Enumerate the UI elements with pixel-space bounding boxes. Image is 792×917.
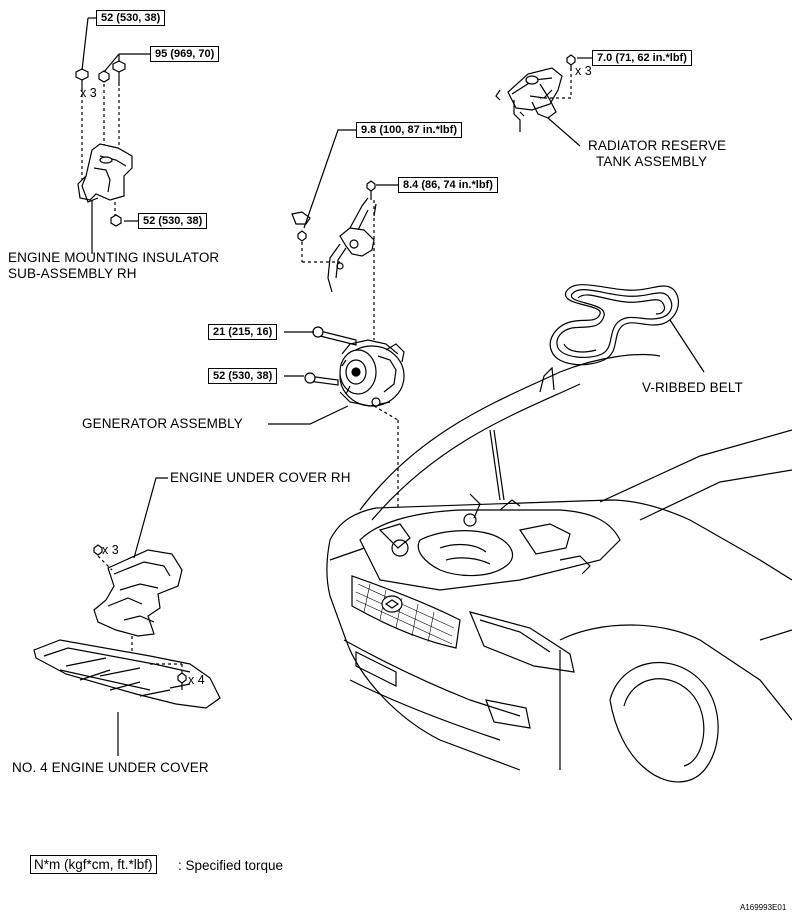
- torque-spec-mount-lower-nut: 52 (530, 38): [138, 213, 208, 229]
- torque-spec-tank-bolt: 7.0 (71, 62 in.*lbf): [592, 50, 692, 66]
- quantity-cover-rh-bolts: x 3: [102, 543, 119, 557]
- engine-mount-insulator-drawing: [75, 60, 133, 254]
- engine-under-cover-rh-drawing: [93, 477, 183, 664]
- label-no4-engine-under-cover: NO. 4 ENGINE UNDER COVER: [12, 760, 209, 775]
- mount-nut-icon: [98, 70, 110, 83]
- mount-lower-nut-icon: [110, 214, 122, 227]
- tank-bolt-icon: [566, 54, 576, 70]
- label-engine-mount: ENGINE MOUNTING INSULATOR SUB-ASSEMBLY R…: [8, 250, 219, 282]
- torque-spec-harness-bolt: 8.4 (86, 74 in.*lbf): [398, 177, 498, 193]
- torque-spec-mount-upper: 95 (969, 70): [150, 46, 220, 62]
- legend-description: : Specified torque: [178, 858, 284, 873]
- torque-spec-generator-lower-bolt: 52 (530, 38): [208, 368, 278, 384]
- torque-spec-mount-bolt: 52 (530, 38): [96, 10, 166, 26]
- generator-drawing: [268, 326, 405, 510]
- torque-spec-generator-upper-bolt: 21 (215, 16): [208, 324, 278, 340]
- no4-engine-under-cover-drawing: [33, 639, 221, 756]
- harness-bolt-icon: [366, 180, 376, 200]
- quantity-cover-no4-bolts: x 4: [188, 673, 205, 687]
- generator-bolt-lower-icon: [304, 372, 339, 386]
- harness-nut-icon: [297, 230, 307, 242]
- label-radiator-line2: TANK ASSEMBLY: [596, 154, 708, 169]
- label-engine-mount-line2: SUB-ASSEMBLY RH: [8, 266, 137, 281]
- cover-rh-bolt-icon: [93, 544, 103, 556]
- legend-unit-box: N*m (kgf*cm, ft.*lbf): [30, 855, 157, 874]
- vehicle-front-drawing: [326, 353, 792, 783]
- quantity-mount-bolts: x 3: [80, 86, 97, 100]
- figure-id: A169993E01: [740, 903, 787, 912]
- label-engine-mount-line1: ENGINE MOUNTING INSULATOR: [8, 250, 220, 265]
- label-v-ribbed-belt: V-RIBBED BELT: [642, 380, 743, 395]
- label-engine-under-cover-rh: ENGINE UNDER COVER RH: [170, 470, 351, 485]
- label-generator: GENERATOR ASSEMBLY: [82, 416, 243, 431]
- label-radiator-tank: RADIATOR RESERVE TANK ASSEMBLY: [588, 138, 726, 170]
- label-radiator-line1: RADIATOR RESERVE: [588, 138, 727, 153]
- v-ribbed-belt-drawing: [549, 284, 705, 373]
- quantity-tank-bolts: x 3: [575, 64, 592, 78]
- mount-bolt-right-icon: [112, 60, 126, 86]
- generator-bolt-upper-icon: [312, 326, 357, 346]
- torque-spec-harness-nut: 9.8 (100, 87 in.*lbf): [356, 122, 462, 138]
- radiator-reserve-tank-drawing: [495, 54, 592, 147]
- harness-bracket-drawing: [291, 129, 398, 340]
